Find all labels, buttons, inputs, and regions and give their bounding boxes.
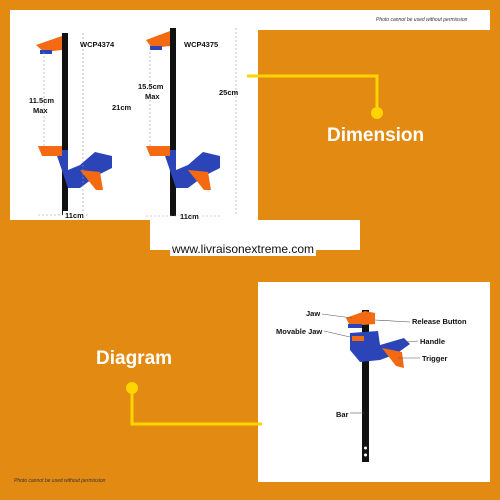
dimension-connector (247, 74, 383, 119)
clamp-a-width: 11cm (63, 211, 86, 220)
part-movable-jaw-label: Movable Jaw (276, 327, 323, 336)
clamp-b-model: WCP4375 (184, 40, 219, 49)
clamp-a-open: 11.5cm (29, 96, 55, 105)
clamp-a-model: WCP4374 (80, 40, 115, 49)
clamp-b-open-sub: Max (145, 92, 160, 101)
permission-notice-bottom: Photo cannot be used without permission (14, 478, 106, 484)
permission-notice-top: Photo cannot be used without permission (376, 17, 468, 23)
clamp-a-length: 21cm (112, 103, 132, 112)
part-handle-label: Handle (420, 337, 446, 346)
dimension-panel-extension (258, 10, 490, 30)
part-trigger-label: Trigger (422, 354, 448, 363)
website-url: www.livraisonextreme.com (170, 242, 317, 256)
part-bar-label: Bar (336, 410, 349, 419)
diagram-clamp-illustration (321, 310, 420, 462)
clamp-b-width: 11cm (178, 212, 201, 221)
clamp-b-open: 15.5cm (138, 82, 164, 91)
part-release-button-label: Release Button (412, 317, 467, 326)
diagram-heading: Diagram (96, 348, 173, 369)
clamp-a-open-sub: Max (33, 106, 48, 115)
clamp-a-illustration (36, 33, 112, 216)
dimension-heading: Dimension (327, 125, 425, 146)
clamp-b-length: 25cm (219, 88, 239, 97)
part-jaw-label: Jaw (306, 309, 321, 318)
clamp-b-illustration (146, 28, 237, 217)
diagram-connector (126, 382, 262, 426)
